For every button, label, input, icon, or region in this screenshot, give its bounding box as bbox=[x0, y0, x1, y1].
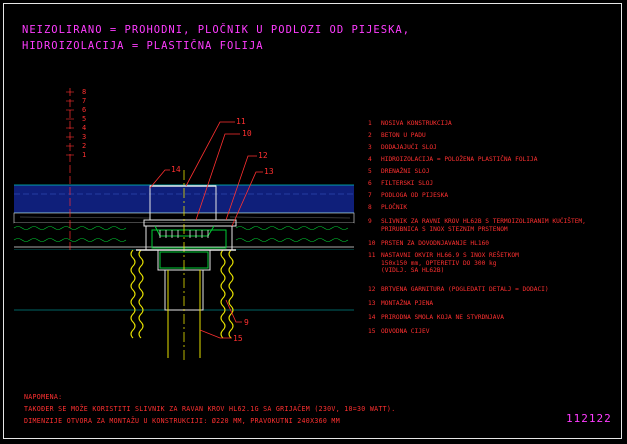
drawing-code: 112122 bbox=[566, 412, 612, 425]
scale-label-3: 3 bbox=[82, 133, 86, 141]
callout-11: 11 bbox=[236, 117, 246, 126]
outlet-pipe bbox=[167, 270, 201, 358]
note-line-1: TAKOĐER SE MOŽE KORISTITI SLIVNIK ZA RAV… bbox=[24, 405, 396, 413]
note-line-2: DIMENZIJE OTVORA ZA MONTAŽU U KONSTRUKCI… bbox=[24, 417, 340, 425]
callout-12: 12 bbox=[258, 151, 268, 160]
mounting-foam bbox=[130, 249, 234, 339]
note-heading: NAPOMENA: bbox=[24, 393, 63, 401]
scale-label-5: 5 bbox=[82, 115, 86, 123]
scale-label-2: 2 bbox=[82, 142, 86, 150]
callout-10: 10 bbox=[242, 129, 252, 138]
scale-label-1: 1 bbox=[82, 151, 86, 159]
scale-label-6: 6 bbox=[82, 106, 86, 114]
title-line-1: NEIZOLIRANO = PROHODNI, PLOČNIK U PODLOZ… bbox=[22, 24, 411, 36]
grate bbox=[159, 230, 209, 238]
callout-13: 13 bbox=[264, 167, 274, 176]
title-line-2: HIDROIZOLACIJA = PLASTIČNA FOLIJA bbox=[22, 40, 264, 52]
scale-label-7: 7 bbox=[82, 97, 86, 105]
callout-15: 15 bbox=[233, 334, 243, 343]
callout-9: 9 bbox=[244, 318, 249, 327]
scale-label-4: 4 bbox=[82, 124, 86, 132]
scale-label-8: 8 bbox=[82, 88, 86, 96]
callout-14: 14 bbox=[171, 165, 181, 174]
drawing-frame bbox=[3, 3, 622, 439]
callout-leaders bbox=[149, 121, 263, 339]
